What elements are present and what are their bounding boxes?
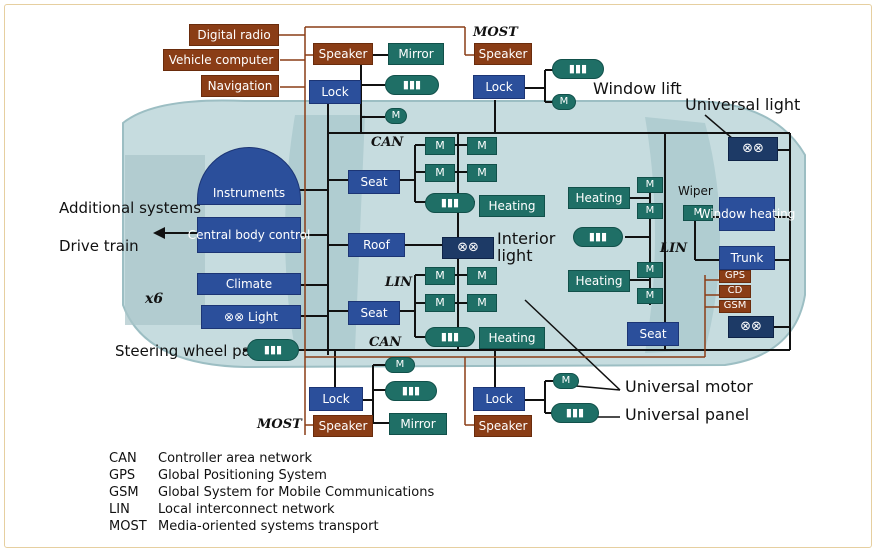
seat-motor-icon: M [467, 267, 497, 285]
seat-panel-icon: ▮▮▮ [573, 227, 623, 247]
universal-panel-label: Universal panel [625, 405, 750, 424]
legend-row: GSM Global System for Mobile Communicatio… [109, 485, 434, 502]
universal-motor-icon: M [385, 357, 415, 373]
heating-front-right: Heating [568, 187, 630, 209]
navigation-node: Navigation [201, 75, 279, 97]
legend-row: LIN Local interconnect network [109, 502, 434, 519]
heating-rear-right: Heating [568, 270, 630, 292]
most-label-top: MOST [473, 25, 518, 40]
seat-motor-icon: M [467, 137, 497, 155]
seat-motor-icon: M [425, 164, 455, 182]
mirror-left: Mirror [388, 43, 444, 65]
lock-front-right: Lock [473, 75, 525, 99]
central-body-control-node: Central body control [188, 217, 310, 253]
legend-text: Controller area network [158, 451, 312, 466]
seat-motor-icon: M [425, 137, 455, 155]
universal-panel-icon: ▮▮▮ [551, 403, 599, 423]
seat-motor-icon: M [637, 262, 663, 278]
car-engine-area [125, 155, 205, 325]
x6-label: x6 [145, 291, 164, 307]
legend-text: Local interconnect network [158, 502, 335, 517]
can-label-bottom: CAN [369, 335, 402, 350]
most-label-bottom: MOST [257, 417, 302, 432]
diagram-frame: Digital radio Vehicle computer Navigatio… [4, 4, 872, 548]
light-node: ⊗⊗ Light [201, 305, 301, 329]
lin-label-right: LIN [660, 241, 688, 256]
universal-motor-icon: M [553, 373, 579, 389]
lin-label-left: LIN [385, 275, 413, 290]
legend-text: Global System for Mobile Communications [158, 485, 435, 500]
legend-text: Media-oriented systems transport [158, 519, 379, 534]
seat-motor-icon: M [425, 267, 455, 285]
rear-light-node: ⊗⊗ [728, 316, 774, 338]
interior-light-label: Interior light [497, 229, 556, 265]
instruments-label: Instruments [212, 186, 286, 201]
universal-light-node: ⊗⊗ [728, 137, 778, 161]
legend-abbr: MOST [109, 519, 147, 534]
climate-node: Climate [197, 273, 301, 295]
speaker-front-left: Speaker [313, 43, 373, 65]
heating-front-left: Heating [479, 195, 545, 217]
legend-abbr: CAN [109, 451, 137, 466]
legend-abbr: LIN [109, 502, 130, 517]
seat-rear-right: Seat [627, 322, 679, 346]
legend-row: CAN Controller area network [109, 451, 434, 468]
universal-motor-icon: M [552, 94, 576, 110]
lock-front-left: Lock [309, 80, 361, 104]
legend-abbr: GPS [109, 468, 136, 483]
trunk-node: Trunk [719, 246, 775, 270]
seat-rear-left: Seat [348, 301, 400, 325]
window-heating-node: Window heating [699, 197, 795, 231]
can-label-top: CAN [371, 135, 404, 150]
universal-panel-icon: ▮▮▮ [552, 59, 604, 79]
mirror-right: Mirror [389, 413, 447, 435]
legend-row: GPS Global Positioning System [109, 468, 434, 485]
seat-motor-icon: M [425, 294, 455, 312]
window-lift-label: Window lift [593, 79, 682, 98]
digital-radio-node: Digital radio [189, 24, 279, 46]
heating-rear-left: Heating [479, 327, 545, 349]
seat-front-left: Seat [348, 170, 400, 194]
universal-panel-icon: ▮▮▮ [385, 75, 439, 95]
seat-motor-icon: M [637, 203, 663, 219]
speaker-front-right: Speaker [474, 43, 532, 65]
seat-panel-icon: ▮▮▮ [425, 327, 475, 347]
wiper-label: Wiper [678, 184, 713, 198]
universal-motor-icon: M [385, 108, 407, 124]
legend: CAN Controller area network GPS Global Pos… [109, 451, 434, 536]
lock-rear-right: Lock [473, 387, 525, 411]
wiper-motor-icon: M [683, 205, 713, 221]
universal-light-label: Universal light [685, 95, 801, 114]
lock-rear-left: Lock [309, 387, 363, 411]
speaker-rear-left: Speaker [313, 415, 373, 437]
universal-motor-label: Universal motor [625, 377, 753, 396]
seat-motor-icon: M [467, 294, 497, 312]
legend-abbr: GSM [109, 485, 139, 500]
seat-motor-icon: M [637, 288, 663, 304]
seat-motor-icon: M [467, 164, 497, 182]
cd-node: CD [719, 285, 751, 298]
network-wiring [122, 26, 806, 435]
light-bulb-icon: ⊗⊗ [224, 309, 245, 324]
universal-panel-icon: ▮▮▮ [385, 381, 437, 401]
vehicle-computer-node: Vehicle computer [163, 49, 279, 71]
seat-panel-icon: ▮▮▮ [425, 193, 475, 213]
light-label: Light [247, 309, 278, 324]
car-rear-window [645, 117, 720, 353]
gps-node: GPS [719, 270, 751, 283]
interior-light-icon: ⊗⊗ [442, 237, 494, 259]
legend-row: MOST Media-oriented systems transport [109, 519, 434, 536]
steering-panel-icon: ▮▮▮ [247, 339, 299, 361]
legend-text: Global Positioning System [158, 468, 327, 483]
drive-train-label: Drive train [59, 237, 139, 255]
seat-motor-icon: M [637, 177, 663, 193]
roof-node: Roof [348, 233, 405, 257]
gsm-node: GSM [719, 300, 751, 313]
additional-systems-label: Additional systems [59, 199, 202, 217]
steering-wheel-panel-label: Steering wheel panel [115, 342, 274, 360]
speaker-rear-right: Speaker [474, 415, 532, 437]
